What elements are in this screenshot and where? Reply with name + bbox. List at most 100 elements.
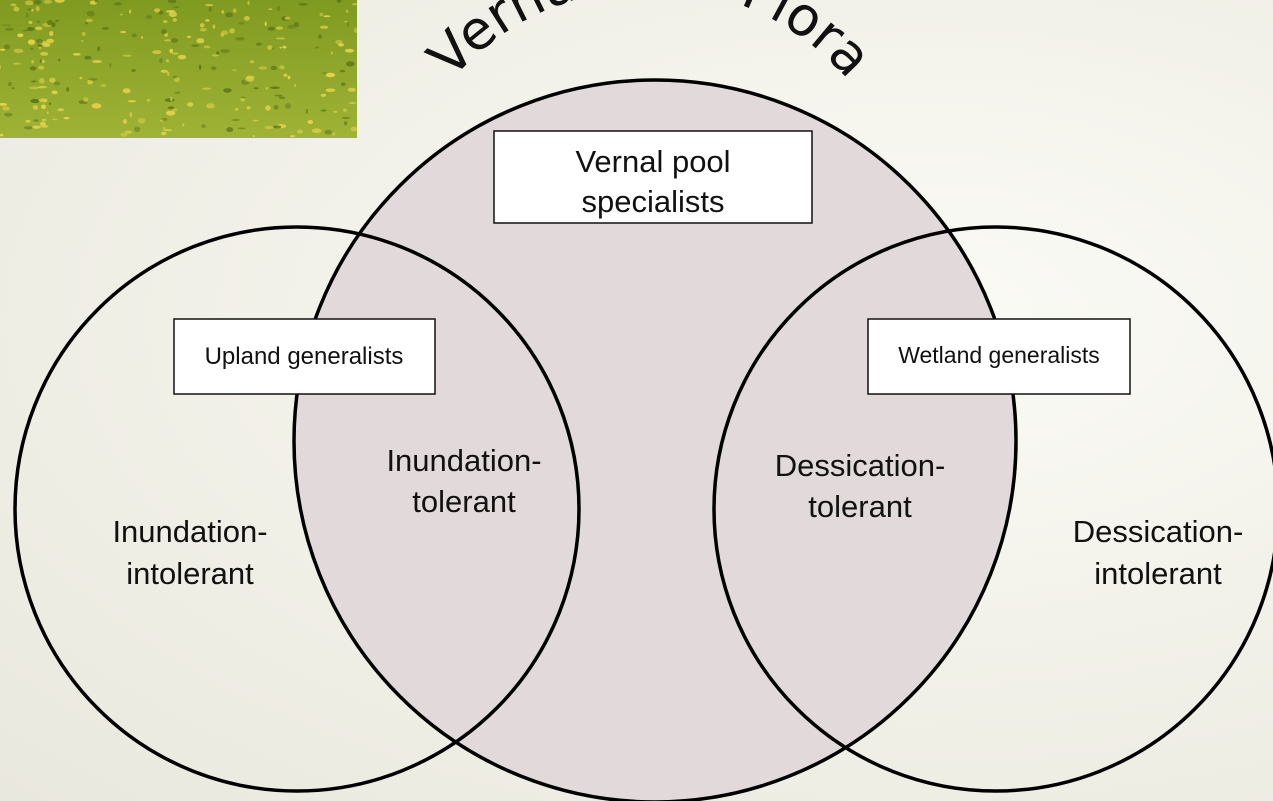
meadow-texture-speck <box>0 102 7 106</box>
meadow-texture-speck <box>46 111 49 114</box>
meadow-texture-speck <box>166 10 176 13</box>
meadow-texture-speck <box>208 6 212 12</box>
meadow-texture-speck <box>166 71 170 77</box>
meadow-texture-speck <box>278 96 286 99</box>
wetland-generalists-label: Wetland generalists <box>898 342 1100 368</box>
meadow-texture-speck <box>36 38 43 44</box>
meadow-texture-speck <box>41 59 45 63</box>
inundation-tolerant-line2: tolerant <box>412 484 516 519</box>
meadow-texture-speck <box>199 27 207 32</box>
vernal-pool-circle-fill <box>294 80 1016 801</box>
meadow-texture-speck <box>320 25 329 29</box>
dessication-intolerant-line2: intolerant <box>1094 556 1222 591</box>
meadow-texture-speck <box>336 0 342 3</box>
meadow-texture-speck <box>31 8 34 12</box>
meadow-texture-speck <box>196 38 205 44</box>
meadow-texture-speck <box>120 30 127 34</box>
meadow-texture-speck <box>4 112 13 117</box>
meadow-texture-speck <box>2 106 10 111</box>
meadow-texture-speck <box>253 87 259 90</box>
meadow-texture-speck <box>48 102 52 105</box>
inundation-tolerant-line1: Inundation- <box>386 443 541 478</box>
meadow-texture-speck <box>258 66 268 70</box>
meadow-texture-speck <box>333 110 338 113</box>
meadow-texture-speck <box>171 52 179 55</box>
meadow-texture-speck <box>100 84 107 87</box>
meadow-texture-speck <box>332 132 336 136</box>
meadow-texture-speck <box>275 37 286 40</box>
meadow-texture-speck <box>226 127 234 133</box>
meadow-texture-speck <box>315 46 320 49</box>
meadow-texture-speck <box>173 77 180 83</box>
meadow-texture-speck <box>10 3 17 7</box>
meadow-texture-speck <box>40 52 49 56</box>
meadow-texture-speck <box>27 39 36 45</box>
meadow-texture-speck <box>40 125 49 128</box>
meadow-texture-speck <box>173 6 180 9</box>
dessication-intolerant-line1: Dessication- <box>1073 514 1244 549</box>
meadow-texture-speck <box>211 54 219 57</box>
meadow-texture-speck <box>237 127 246 130</box>
meadow-texture-speck <box>122 88 131 94</box>
meadow-texture-speck <box>83 97 89 103</box>
meadow-texture-speck <box>187 102 194 107</box>
meadow-texture-speck <box>170 38 179 43</box>
meadow-texture-speck <box>343 108 347 112</box>
meadow-texture-speck <box>165 59 170 63</box>
meadow-texture-speck <box>293 84 297 88</box>
meadow-texture-speck <box>267 26 276 31</box>
meadow-texture-speck <box>221 30 229 35</box>
meadow-texture-speck <box>58 58 61 62</box>
meadow-texture-speck <box>12 62 21 65</box>
meadow-texture-speck <box>154 8 161 13</box>
meadow-texture-speck <box>91 103 102 109</box>
meadow-texture-speck <box>318 34 322 39</box>
meadow-texture-speck <box>129 112 133 118</box>
meadow-texture-speck <box>145 15 153 20</box>
meadow-texture-speck <box>324 129 333 135</box>
meadow-texture-speck <box>119 13 124 16</box>
meadow-texture-speck <box>235 108 239 111</box>
meadow-texture-speck <box>205 4 214 6</box>
meadow-texture-speck <box>41 104 46 110</box>
meadow-texture-speck <box>246 106 251 110</box>
meadow-texture-speck <box>341 82 346 86</box>
meadow-texture-speck <box>287 75 291 80</box>
meadow-texture-speck <box>85 18 93 23</box>
meadow-texture-speck <box>298 3 308 6</box>
meadow-texture-speck <box>39 77 45 84</box>
meadow-texture-speck <box>264 125 274 130</box>
meadow-texture-speck <box>203 45 211 49</box>
vernal-pool-circle <box>292 78 1018 801</box>
meadow-texture-speck <box>57 108 65 112</box>
meadow-texture-speck <box>160 69 168 73</box>
meadow-texture-speck <box>72 53 81 56</box>
meadow-texture-speck <box>177 54 187 60</box>
meadow-texture-speck <box>30 98 40 104</box>
meadow-texture-speck <box>305 108 308 115</box>
meadow-texture-speck <box>321 72 328 75</box>
meadow-texture-speck <box>225 12 233 18</box>
meadow-texture-speck <box>33 0 42 5</box>
meadow-texture-speck <box>343 121 348 126</box>
meadow-texture-speck <box>171 108 178 112</box>
meadow-texture-speck <box>350 126 357 132</box>
meadow-texture-speck <box>191 44 200 48</box>
upland-circle <box>13 225 581 793</box>
meadow-texture-speck <box>13 6 20 12</box>
meadow-texture-speck <box>311 128 322 134</box>
meadow-texture-speck <box>80 39 84 43</box>
meadow-texture-speck <box>39 59 42 63</box>
meadow-texture-speck <box>265 105 271 111</box>
meadow-texture-speck <box>22 29 29 32</box>
meadow-texture-speck <box>161 29 167 35</box>
meadow-texture-speck <box>23 126 33 130</box>
meadow-texture-speck <box>109 63 112 68</box>
meadow-texture-speck <box>255 42 262 46</box>
meadow-texture-speck <box>13 48 24 54</box>
meadow-texture-speck <box>114 2 122 6</box>
meadow-texture-speck <box>29 86 40 90</box>
meadow-texture-speck <box>127 100 136 103</box>
meadow-texture-speck <box>0 48 6 51</box>
meadow-texture-speck <box>17 33 24 38</box>
